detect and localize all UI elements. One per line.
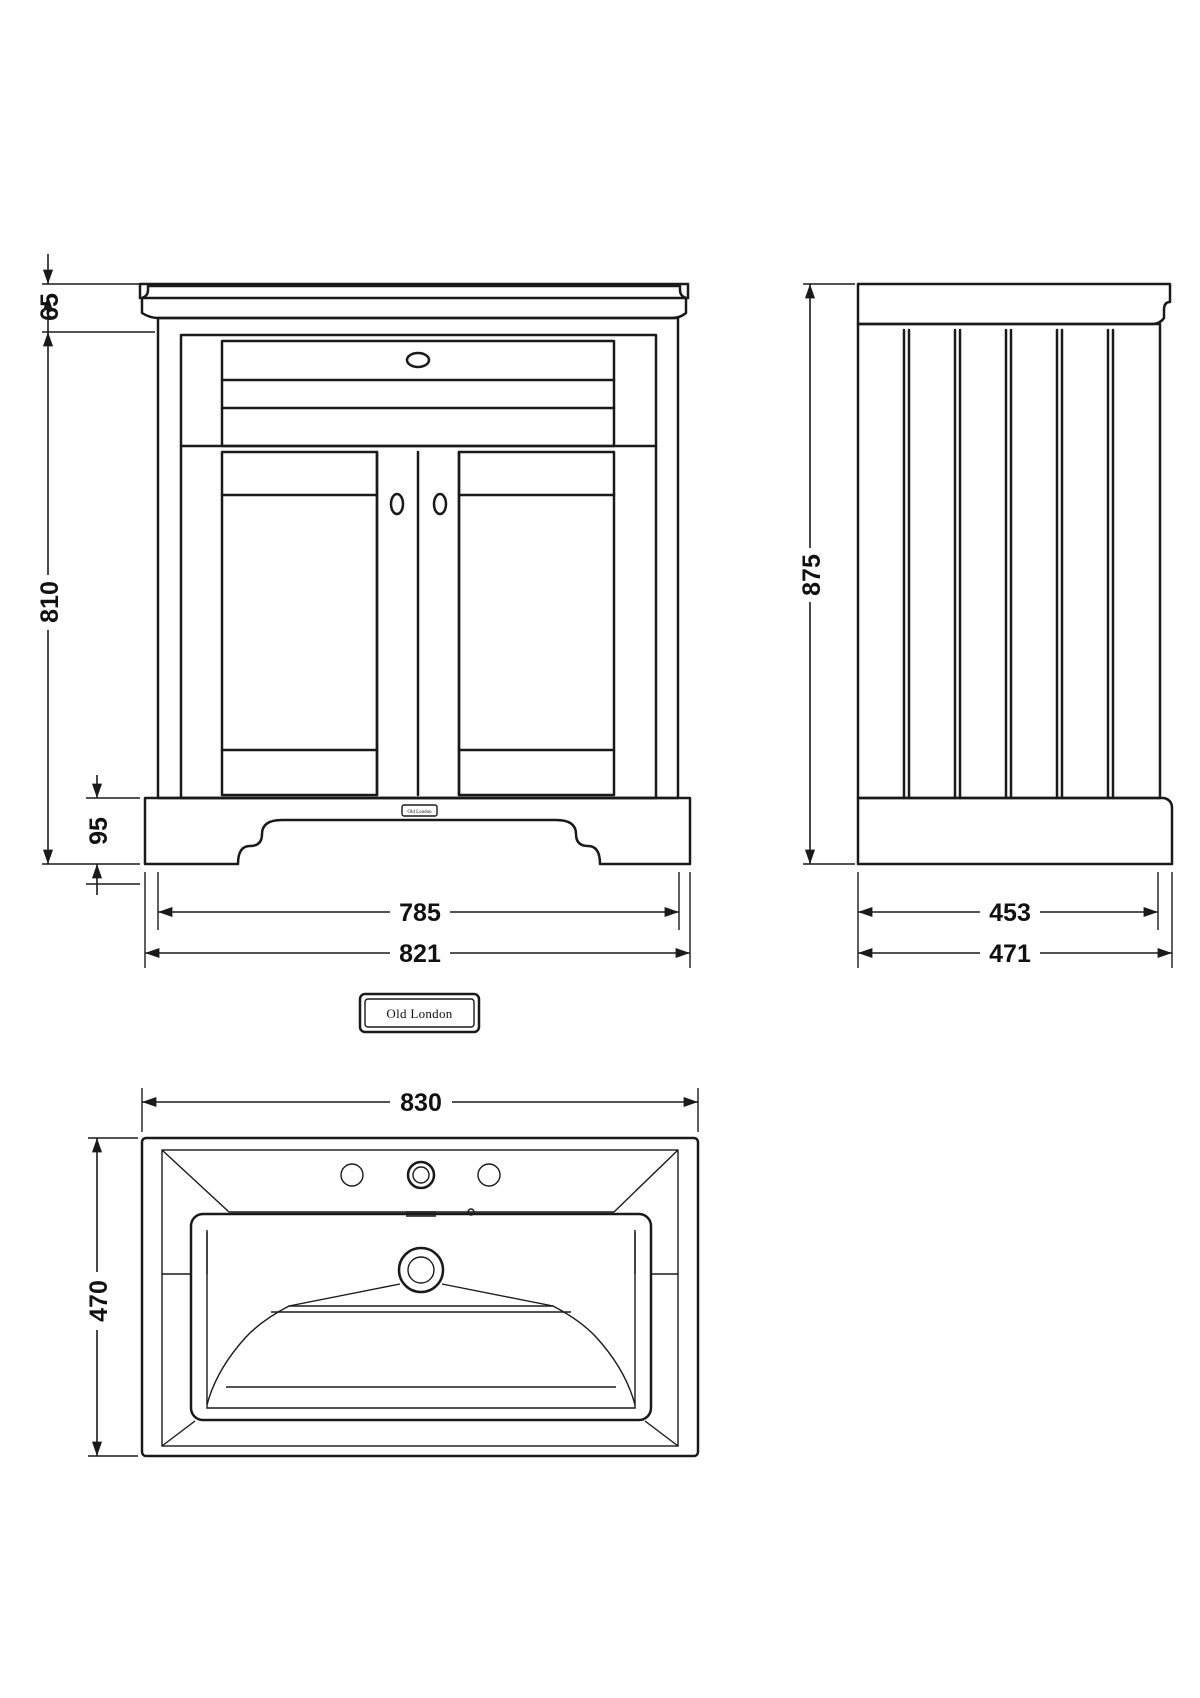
basin-bowl — [189, 1212, 653, 1422]
svg-text:Old London: Old London — [386, 1006, 452, 1021]
front-door-right — [457, 450, 616, 797]
basin-rim — [161, 1149, 679, 1447]
front-basin-top — [140, 284, 688, 320]
front-dimensions: 65 810 95 785 821 — [36, 254, 691, 968]
front-basin-rim — [138, 282, 690, 300]
tap-hole-right — [477, 1163, 501, 1187]
side-plinth — [856, 796, 1174, 866]
front-drawer — [220, 339, 616, 448]
side-view — [856, 282, 1174, 866]
dim-65-label: 65 — [36, 293, 64, 321]
svg-text:Old London: Old London — [407, 810, 432, 815]
dim-821-label: 821 — [399, 940, 441, 968]
basin-waste-outer — [397, 1246, 445, 1294]
side-top — [856, 282, 1172, 326]
dim-785-label: 785 — [399, 899, 441, 927]
drawer-handle — [405, 351, 431, 369]
door-handle-right — [432, 492, 448, 516]
basin-dimensions: 830 470 — [85, 1088, 699, 1457]
basin-waste-inner — [407, 1256, 435, 1284]
door-handle-left — [389, 492, 405, 516]
tap-hole-center — [406, 1160, 436, 1190]
dim-875-label: 875 — [798, 554, 826, 596]
dim-830-label: 830 — [400, 1089, 442, 1117]
plinth-badge: Old London — [401, 804, 438, 817]
basin-plan-view — [140, 1136, 700, 1458]
dim-453-label: 453 — [989, 899, 1031, 927]
side-dimensions: 875 453 471 — [798, 283, 1173, 968]
dim-471-label: 471 — [989, 940, 1031, 968]
old-london-logo: Old London — [358, 992, 481, 1034]
tap-hole-left — [340, 1163, 364, 1187]
dim-810-label: 810 — [36, 581, 64, 623]
front-door-left — [220, 450, 379, 797]
front-view: Old London — [138, 282, 692, 866]
dim-470-label: 470 — [85, 1280, 113, 1322]
dim-95-label: 95 — [85, 817, 113, 845]
front-plinth — [143, 796, 692, 866]
basin-outer — [140, 1136, 700, 1458]
